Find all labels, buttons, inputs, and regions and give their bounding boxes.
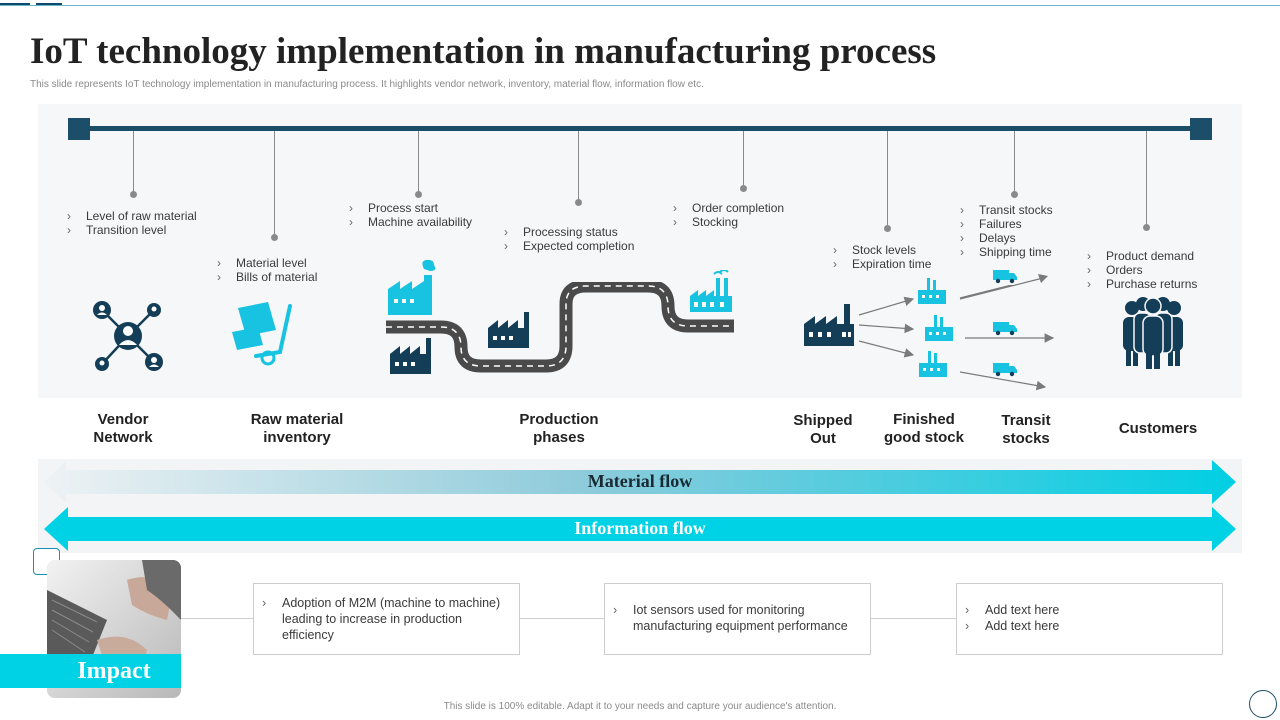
network-icon (93, 301, 163, 371)
top-rule (0, 5, 1280, 6)
timeline-start-cap (68, 118, 90, 140)
timeline-dot (271, 234, 278, 241)
impact-connector (870, 618, 956, 619)
arrow-transit-top (959, 274, 1048, 300)
truck-icon (993, 270, 1017, 284)
top-accent-2 (36, 3, 62, 6)
stage-label-customers: Customers (1118, 420, 1198, 437)
timeline-end-cap (1190, 118, 1212, 140)
timeline-stem (1146, 131, 1147, 227)
list-item: Add text here (965, 618, 1212, 634)
list-item: Shipping time (960, 245, 1053, 259)
list-item: Processing status (504, 225, 634, 239)
list-item: Add text here (965, 602, 1212, 618)
list-item: Purchase returns (1087, 277, 1197, 291)
page-title: IoT technology implementation in manufac… (30, 31, 937, 72)
factory-icon (919, 351, 947, 377)
timeline-stem (133, 131, 134, 194)
truck-icon (993, 322, 1017, 336)
list-item: Stock levels (833, 243, 931, 257)
material-flow-label: Material flow (587, 471, 693, 491)
impact-box-placeholder: Add text here Add text here (956, 583, 1223, 655)
timeline-dot (884, 225, 891, 232)
list-item: Process start (349, 201, 472, 215)
timeline-dot (415, 191, 422, 198)
list-item: Expiration time (833, 257, 931, 271)
factory-icon (925, 315, 953, 341)
list-item: Adoption of M2M (machine to machine) lea… (262, 595, 509, 643)
list-item: Orders (1087, 263, 1197, 277)
list-item: Expected completion (504, 239, 634, 253)
factory-icon (918, 278, 946, 304)
list-item: Transit stocks (960, 203, 1053, 217)
people-icon (1123, 297, 1183, 369)
impact-box-m2m: Adoption of M2M (machine to machine) lea… (253, 583, 520, 655)
truck-icon (993, 363, 1017, 377)
impact-connector (519, 618, 604, 619)
corner-circle (1249, 690, 1277, 718)
list-item: Machine availability (349, 215, 472, 229)
list-item: Delays (960, 231, 1053, 245)
timeline-dot (575, 199, 582, 206)
timeline-dot (1143, 224, 1150, 231)
process-start-list: Process start Machine availability (349, 201, 472, 229)
impact-tag (0, 654, 181, 688)
footer-note: This slide is 100% editable. Adapt it to… (443, 701, 837, 712)
distribution-arrows (858, 285, 1055, 391)
vendor-metrics-list: Level of raw material Transition level (67, 209, 197, 237)
list-item: Product demand (1087, 249, 1197, 263)
timeline-stem (743, 131, 744, 188)
timeline-bar (78, 126, 1201, 131)
impact-box-sensors: Iot sensors used for monitoring manufact… (604, 583, 871, 655)
customer-metrics-list: Product demand Orders Purchase returns (1087, 249, 1197, 291)
information-flow-label: Information flow (574, 518, 706, 538)
list-item: Level of raw material (67, 209, 197, 223)
order-completion-list: Order completion Stocking (673, 201, 784, 229)
road-icon (386, 282, 734, 373)
transit-list: Transit stocks Failures Delays Shipping … (960, 203, 1053, 259)
timeline-stem (578, 131, 579, 202)
factory-icon (488, 312, 529, 348)
timeline-stem (274, 131, 275, 237)
list-item: Transition level (67, 223, 197, 237)
processing-status-list: Processing status Expected completion (504, 225, 634, 253)
list-item: Iot sensors used for monitoring manufact… (613, 602, 860, 634)
timeline-dot (740, 185, 747, 192)
hand-truck-icon (232, 302, 292, 366)
timeline-stem (418, 131, 419, 194)
timeline-stem (887, 131, 888, 228)
list-item: Order completion (673, 201, 784, 215)
list-item: Stocking (673, 215, 784, 229)
timeline-dot (130, 191, 137, 198)
factory-icon (804, 304, 854, 346)
timeline-stem (1014, 131, 1015, 194)
factory-icon (390, 338, 431, 374)
impact-connector (181, 618, 253, 619)
list-item: Bills of material (217, 270, 317, 284)
timeline-dot (1011, 191, 1018, 198)
top-accent-1 (0, 3, 30, 6)
information-flow-arrow (44, 507, 1236, 551)
list-item: Failures (960, 217, 1053, 231)
impact-label: Impact (77, 658, 151, 684)
stock-levels-list: Stock levels Expiration time (833, 243, 931, 271)
factory-icon (388, 259, 436, 315)
list-item: Material level (217, 256, 317, 270)
inventory-metrics-list: Material level Bills of material (217, 256, 317, 284)
factory-icon (690, 270, 732, 312)
page-subtitle: This slide represents IoT technology imp… (30, 79, 704, 90)
material-flow-arrow (44, 460, 1236, 504)
